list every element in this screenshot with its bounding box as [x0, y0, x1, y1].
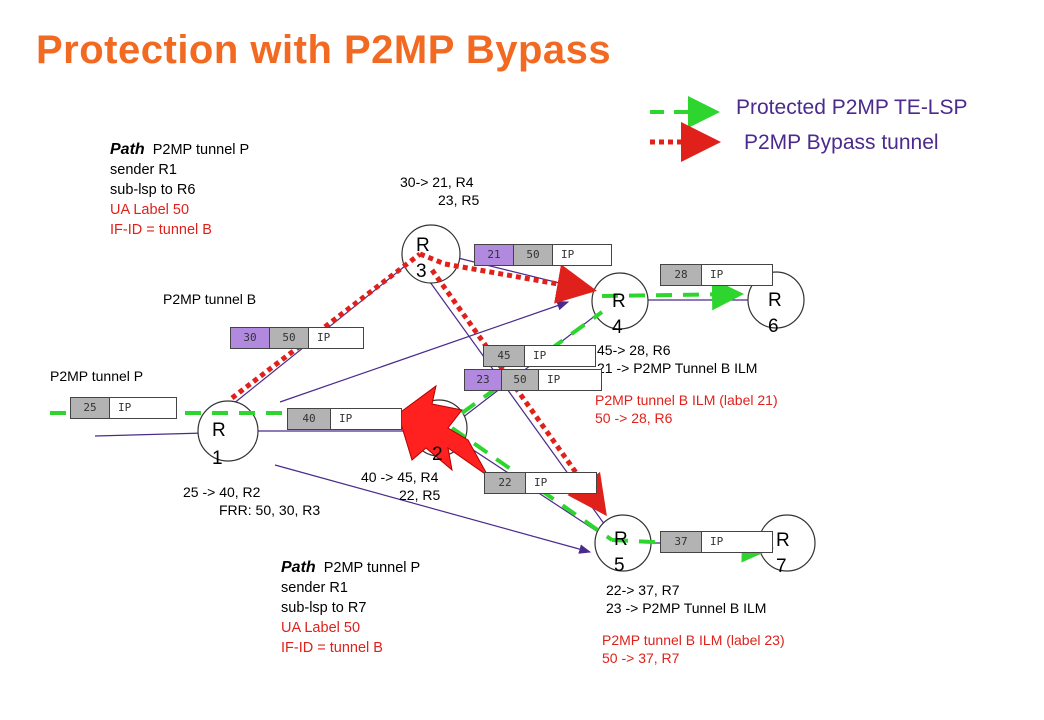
path-note-ua: UA Label 50 — [281, 620, 361, 636]
legend-protected-label: Protected P2MP TE-LSP — [736, 96, 968, 119]
packet-28-ip: 28 IP — [660, 264, 773, 286]
path-note-sender: sender R1 — [110, 162, 177, 178]
r4-bypass-ilm-label: P2MP tunnel B ILM (label 21)50 -> 28, R6 — [595, 392, 778, 426]
packet-45-ip: 45 IP — [483, 345, 596, 367]
path-note-tunnel: P2MP tunnel P — [323, 560, 421, 576]
tunnel-p-label: P2MP tunnel P — [50, 368, 144, 384]
router-r3 — [401, 224, 461, 284]
path-note-top: Path P2MP tunnel P sender R1 sub-lsp to … — [110, 140, 249, 240]
rsvp-arrow-r5 — [274, 464, 592, 554]
rsvp-arrow-r4 — [279, 301, 570, 403]
path-note-heading: Path — [281, 559, 316, 576]
router-r1 — [197, 400, 259, 462]
packet-37-ip: 37 IP — [660, 531, 773, 553]
tunnel-b-label: P2MP tunnel B — [163, 291, 257, 307]
path-note-ifid: IF-ID = tunnel B — [110, 222, 212, 238]
packet-22-ip: 22 IP — [484, 472, 597, 494]
legend-bypass-label: P2MP Bypass tunnel — [744, 131, 939, 154]
path-note-tunnel: P2MP tunnel P — [152, 142, 250, 158]
path-note-sublsp: sub-lsp to R6 — [110, 182, 196, 198]
router-r6 — [747, 271, 805, 329]
packet-30-50-ip: 30 50 IP — [230, 327, 364, 349]
page-title: Protection with P2MP Bypass — [36, 28, 612, 72]
packet-40-ip: 40 IP — [287, 408, 402, 430]
bypass-tunnel — [230, 251, 607, 517]
path-note-ifid: IF-ID = tunnel B — [281, 640, 383, 656]
router-r2-label: 2 — [432, 444, 443, 465]
r5-bypass-ilm-label: P2MP tunnel B ILM (label 23)50 -> 37, R7 — [602, 632, 785, 666]
path-note-sublsp: sub-lsp to R7 — [281, 600, 367, 616]
packet-25-ip: 25 IP — [70, 397, 177, 419]
path-note-ua: UA Label 50 — [110, 202, 190, 218]
failure-lightning-icon — [397, 384, 489, 477]
link-in-r1 — [94, 432, 206, 437]
path-note-bottom: Path P2MP tunnel P sender R1 sub-lsp to … — [281, 558, 420, 658]
path-note-sender: sender R1 — [281, 580, 348, 596]
packet-23-50-ip: 23 50 IP — [464, 369, 602, 391]
path-note-heading: Path — [110, 141, 145, 158]
packet-21-50-ip: 21 50 IP — [474, 244, 612, 266]
